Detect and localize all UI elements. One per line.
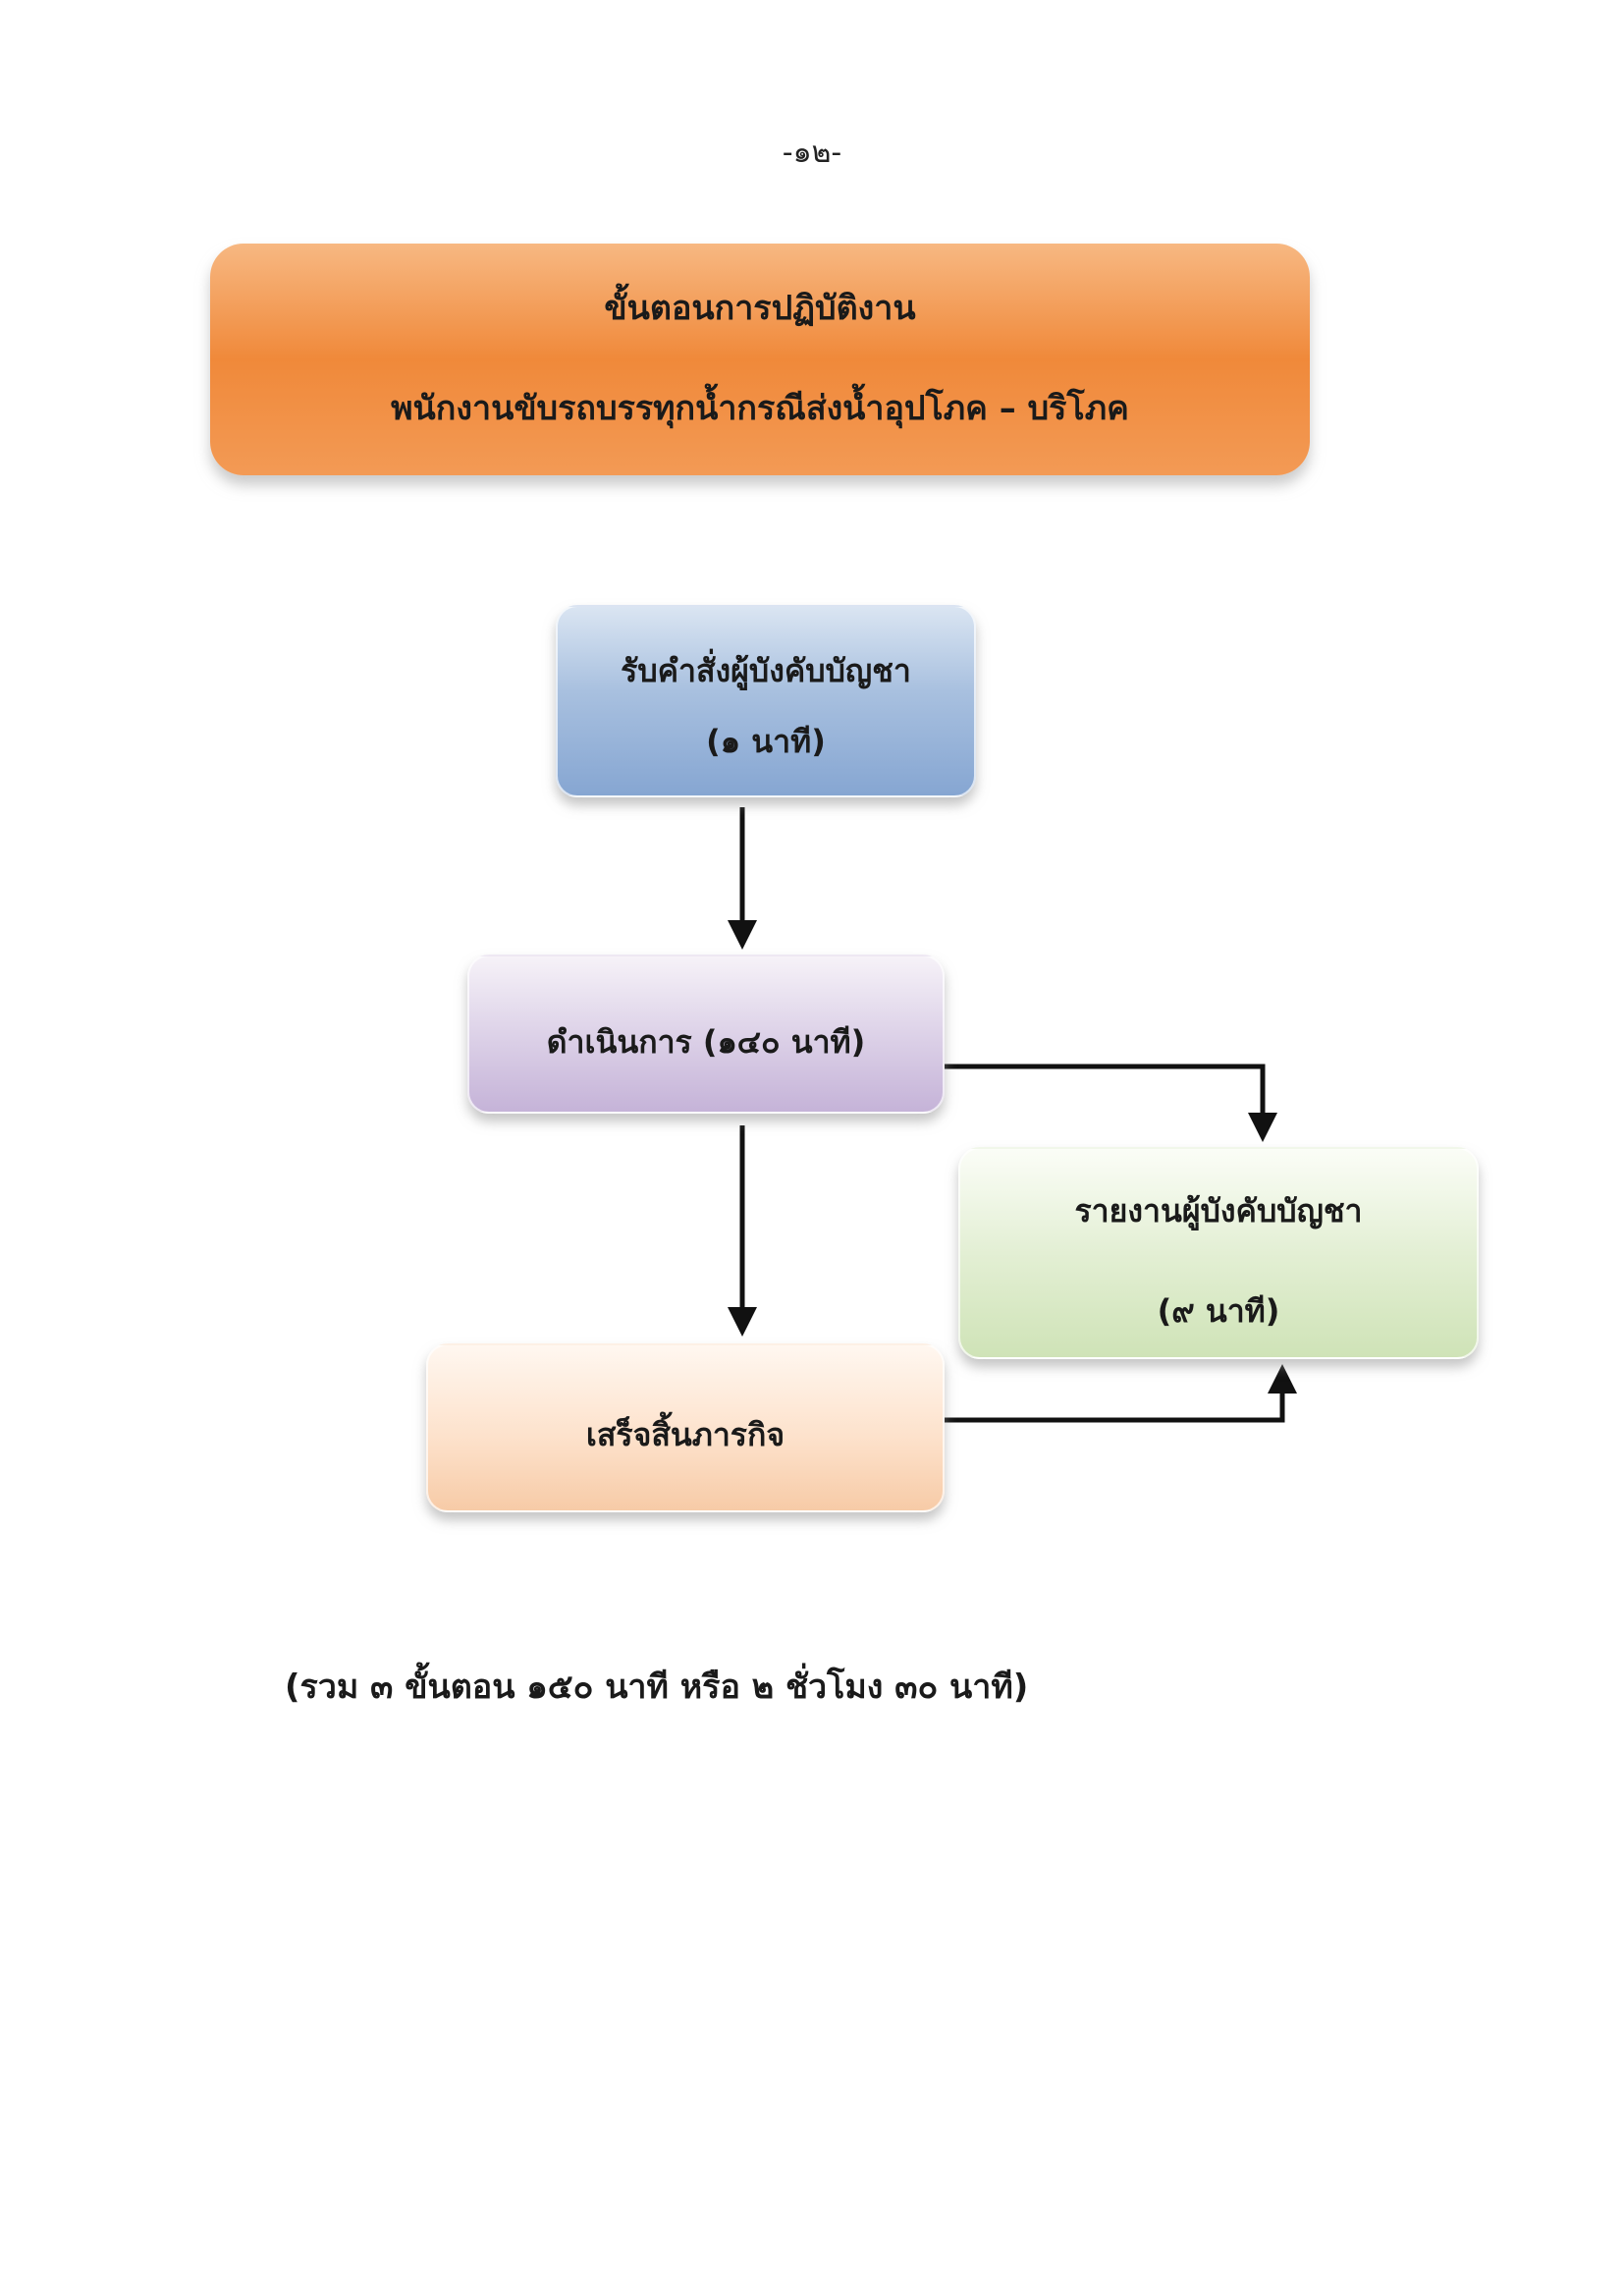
arrow-step2-to-step3	[945, 1064, 1277, 1142]
title-banner: ขั้นตอนการปฏิบัติงาน พนักงานขับรถบรรทุกน…	[210, 244, 1310, 475]
page-number: -๑๒-	[782, 136, 842, 170]
step-receive-order-label: รับคำสั่งผู้บังคับบัญชา	[621, 652, 911, 689]
step-operate-label: ดำเนินการ (๑๔๐ นาที)	[546, 1023, 866, 1061]
step-report-label: รายงานผู้บังคับบัญชา	[1074, 1192, 1363, 1230]
step-receive-order-duration: (๑ นาที)	[706, 723, 826, 760]
summary-text: (รวม ๓ ขั้นตอน ๑๕๐ นาที หรือ ๒ ชั่วโมง ๓…	[285, 1667, 1029, 1707]
step-report: รายงานผู้บังคับบัญชา (๙ นาที)	[958, 1147, 1479, 1359]
title-line-1: ขั้นตอนการปฏิบัติงาน	[604, 289, 916, 328]
step-complete-label: เสร็จสิ้นภารกิจ	[585, 1416, 785, 1453]
title-line-2: พนักงานขับรถบรรทุกน้ำกรณีส่งน้ำอุปโภค – …	[391, 389, 1129, 428]
step-receive-order: รับคำสั่งผู้บังคับบัญชา (๑ นาที)	[556, 605, 976, 797]
step-complete: เสร็จสิ้นภารกิจ	[426, 1343, 945, 1512]
step-report-duration: (๙ นาที)	[1157, 1292, 1280, 1330]
step-operate: ดำเนินการ (๑๔๐ นาที)	[467, 955, 945, 1114]
arrow-step4-to-step3	[945, 1364, 1297, 1423]
